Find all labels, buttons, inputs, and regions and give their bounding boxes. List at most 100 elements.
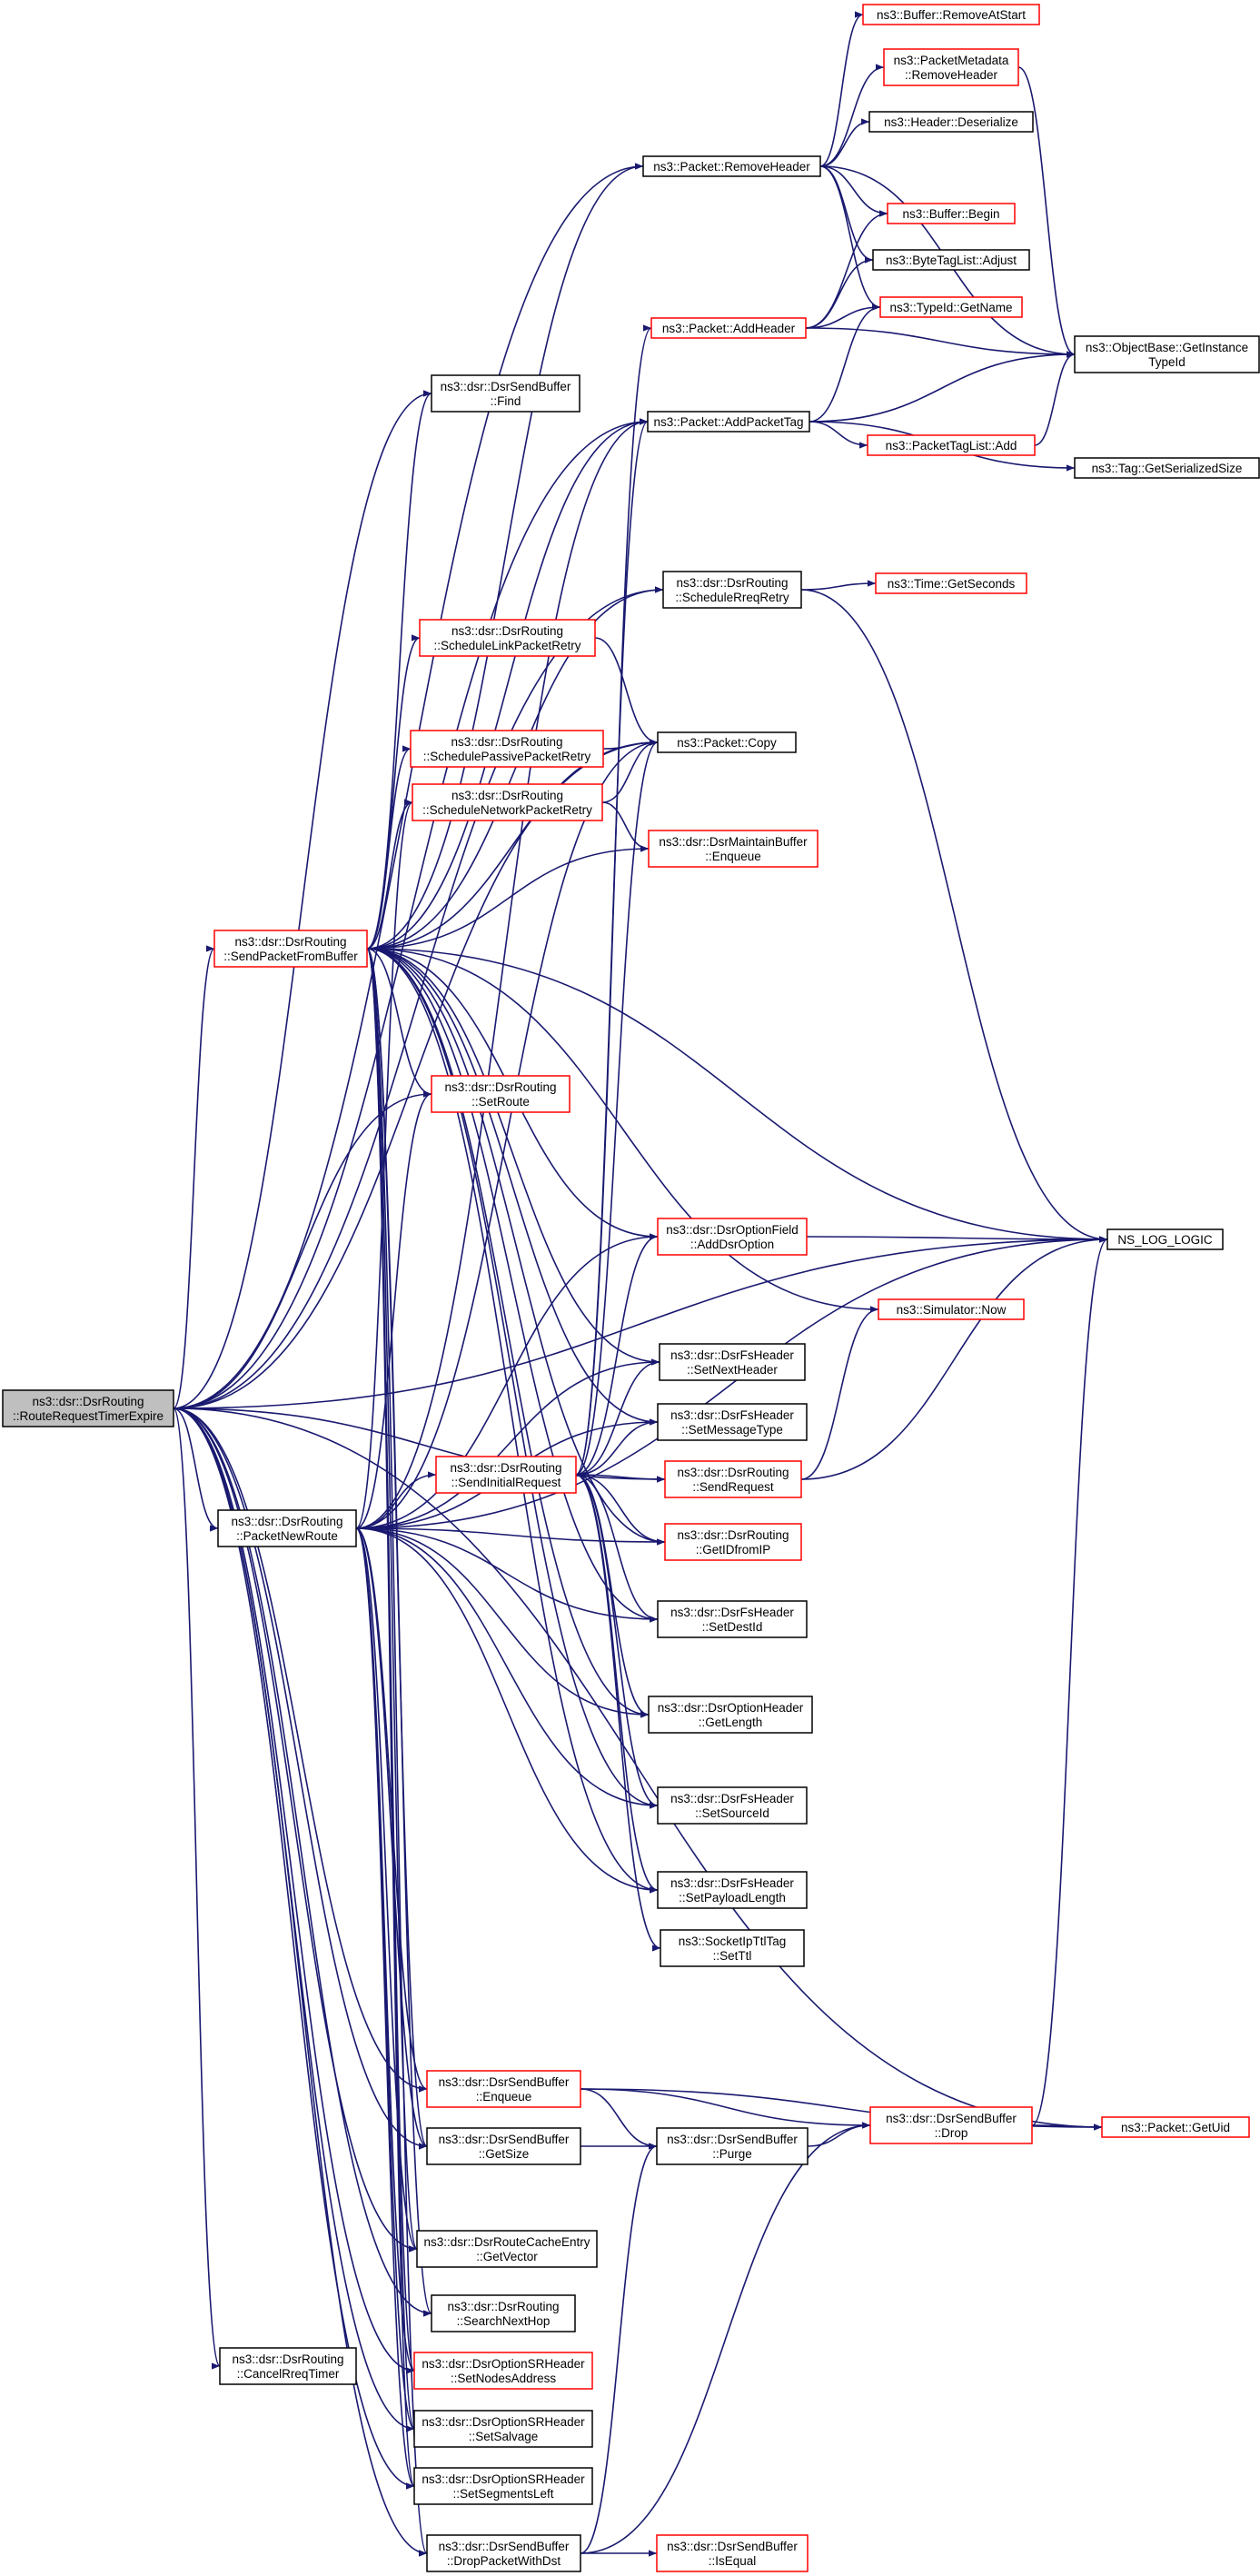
edge-root-to-packet-get-uid bbox=[173, 1407, 1103, 2131]
edge-root-to-ns-log-logic bbox=[173, 1236, 1108, 1409]
node-label: ns3::dsr::DsrSendBuffer bbox=[439, 2075, 570, 2089]
node-set-route[interactable]: ns3::dsr::DsrRouting::SetRoute bbox=[431, 1075, 570, 1113]
node-type-id-get-name[interactable]: ns3::TypeId::GetName bbox=[879, 296, 1023, 318]
node-send-buffer-enqueue[interactable]: ns3::dsr::DsrSendBuffer::Enqueue bbox=[426, 2070, 581, 2108]
node-schedule-link-packet-retry[interactable]: ns3::dsr::DsrRouting::ScheduleLinkPacket… bbox=[419, 619, 596, 657]
node-label: ::Enqueue bbox=[705, 850, 761, 863]
node-set-dest-id[interactable]: ns3::dsr::DsrFsHeader::SetDestId bbox=[657, 1600, 808, 1638]
node-send-buffer-get-size[interactable]: ns3::dsr::DsrSendBuffer::GetSize bbox=[426, 2127, 581, 2165]
node-schedule-network-packet-retry[interactable]: ns3::dsr::DsrRouting::ScheduleNetworkPac… bbox=[412, 783, 603, 821]
node-get-idfrom-ip[interactable]: ns3::dsr::DsrRouting::GetIDfromIP bbox=[664, 1523, 802, 1561]
node-send-initial-request[interactable]: ns3::dsr::DsrRouting::SendInitialRequest bbox=[435, 1456, 577, 1494]
node-set-source-id[interactable]: ns3::dsr::DsrFsHeader::SetSourceId bbox=[657, 1786, 808, 1825]
node-packet-add-header[interactable]: ns3::Packet::AddHeader bbox=[650, 317, 807, 339]
node-label: ns3::dsr::DsrOptionSRHeader bbox=[422, 2415, 585, 2429]
node-set-next-header[interactable]: ns3::dsr::DsrFsHeader::SetNextHeader bbox=[659, 1343, 806, 1381]
node-send-buffer-purge[interactable]: ns3::dsr::DsrSendBuffer::Purge bbox=[656, 2127, 809, 2165]
node-label: ns3::dsr::DsrFsHeader bbox=[670, 1876, 794, 1890]
edge-send-buffer-enqueue-to-send-buffer-purge bbox=[580, 2088, 658, 2150]
edge-packet-new-route-to-set-route bbox=[355, 1090, 432, 1529]
edge-send-initial-request-to-send-request bbox=[575, 1474, 666, 1483]
node-label: ns3::dsr::DsrFsHeader bbox=[670, 1348, 794, 1362]
node-socket-set-ttl[interactable]: ns3::SocketIpTtlTag::SetTtl bbox=[660, 1929, 805, 1967]
node-box bbox=[426, 2127, 581, 2165]
node-packet-add-packet-tag[interactable]: ns3::Packet::AddPacketTag bbox=[647, 411, 810, 433]
edge-send-packet-from-buffer-to-simulator-now bbox=[366, 948, 879, 1313]
node-label: ns3::dsr::DsrRouting bbox=[450, 1461, 561, 1475]
edge-root-to-drop-packet-with-dst bbox=[173, 1407, 428, 2557]
node-box bbox=[426, 2070, 581, 2108]
edge-send-packet-from-buffer-to-ns-log-logic bbox=[366, 948, 1108, 1243]
node-send-buffer-is-equal[interactable]: ns3::dsr::DsrSendBuffer::IsEqual bbox=[656, 2534, 809, 2572]
edge-packet-new-route-to-schedule-network-packet-retry bbox=[355, 799, 413, 1529]
node-packet-copy[interactable]: ns3::Packet::Copy bbox=[657, 731, 797, 753]
node-label: NS_LOG_LOGIC bbox=[1117, 1233, 1213, 1247]
node-packet-new-route[interactable]: ns3::dsr::DsrRouting::PacketNewRoute bbox=[217, 1509, 357, 1547]
node-buffer-begin[interactable]: ns3::Buffer::Begin bbox=[887, 203, 1016, 224]
edge-packet-add-header-to-object-base-get-instance-type-id bbox=[805, 327, 1076, 358]
node-label: ns3::Packet::RemoveHeader bbox=[653, 160, 810, 174]
node-box bbox=[648, 1696, 813, 1734]
node-set-nodes-address[interactable]: ns3::dsr::DsrOptionSRHeader::SetNodesAdd… bbox=[413, 2352, 593, 2390]
edge-root-to-packet-add-packet-tag bbox=[173, 418, 649, 1409]
node-cancel-rreq-timer[interactable]: ns3::dsr::DsrRouting::CancelRreqTimer bbox=[219, 2347, 357, 2385]
node-search-next-hop[interactable]: ns3::dsr::DsrRouting::SearchNextHop bbox=[431, 2294, 576, 2332]
node-root[interactable]: ns3::dsr::DsrRouting::RouteRequestTimerE… bbox=[2, 1389, 174, 1427]
edge-schedule-network-packet-retry-to-packet-copy bbox=[601, 739, 659, 803]
node-label: ns3::dsr::DsrOptionSRHeader bbox=[422, 2357, 585, 2371]
node-add-dsr-option[interactable]: ns3::dsr::DsrOptionField::AddDsrOption bbox=[657, 1218, 808, 1256]
edge-packet-remove-header-to-buffer-begin bbox=[819, 165, 888, 217]
edge-send-packet-from-buffer-to-set-payload-length bbox=[366, 948, 659, 1894]
node-set-salvage[interactable]: ns3::dsr::DsrOptionSRHeader::SetSalvage bbox=[413, 2410, 593, 2448]
edge-packet-remove-header-to-header-deserialize bbox=[819, 118, 870, 167]
node-label: ns3::PacketMetadata bbox=[894, 54, 1009, 67]
node-set-segments-left[interactable]: ns3::dsr::DsrOptionSRHeader::SetSegments… bbox=[413, 2467, 593, 2505]
edge-send-packet-from-buffer-to-route-cache-get-vector bbox=[366, 948, 418, 2253]
node-label: ::SetPayloadLength bbox=[679, 1891, 786, 1905]
node-box bbox=[435, 1456, 577, 1494]
node-send-request[interactable]: ns3::dsr::DsrRouting::SendRequest bbox=[664, 1460, 802, 1498]
node-send-buffer-drop[interactable]: ns3::dsr::DsrSendBuffer::Drop bbox=[869, 2106, 1033, 2144]
node-tag-get-serialized-size[interactable]: ns3::Tag::GetSerializedSize bbox=[1074, 457, 1260, 479]
edge-schedule-link-packet-retry-to-packet-copy bbox=[594, 637, 659, 746]
edge-send-packet-from-buffer-to-set-message-type bbox=[366, 948, 659, 1426]
edge-send-packet-from-buffer-to-packet-add-packet-tag bbox=[366, 418, 649, 950]
edge-schedule-network-packet-retry-to-maintain-buffer-enqueue bbox=[601, 801, 650, 852]
node-schedule-rreq-retry[interactable]: ns3::dsr::DsrRouting::ScheduleRreqRetry bbox=[662, 571, 802, 609]
node-box bbox=[642, 155, 821, 177]
node-ns-log-logic[interactable]: NS_LOG_LOGIC bbox=[1106, 1228, 1224, 1250]
node-time-get-seconds[interactable]: ns3::Time::GetSeconds bbox=[875, 572, 1027, 594]
node-box bbox=[664, 1523, 802, 1561]
node-send-buffer-find[interactable]: ns3::dsr::DsrSendBuffer::Find bbox=[431, 374, 580, 413]
node-box bbox=[426, 2534, 581, 2572]
node-label: ::SetTtl bbox=[713, 1949, 752, 1963]
node-send-packet-from-buffer[interactable]: ns3::dsr::DsrRouting::SendPacketFromBuff… bbox=[213, 930, 368, 968]
node-byte-tag-list-adjust[interactable]: ns3::ByteTagList::Adjust bbox=[872, 249, 1030, 271]
node-header-deserialize[interactable]: ns3::Header::Deserialize bbox=[868, 111, 1034, 133]
edge-root-to-route-cache-get-vector bbox=[173, 1407, 418, 2253]
edge-send-packet-from-buffer-to-set-source-id bbox=[366, 948, 659, 1809]
node-set-payload-length[interactable]: ns3::dsr::DsrFsHeader::SetPayloadLength bbox=[657, 1871, 808, 1909]
node-label: ns3::dsr::DsrSendBuffer bbox=[667, 2540, 798, 2553]
node-label: ::SetDestId bbox=[702, 1620, 763, 1634]
node-packet-metadata-remove-header[interactable]: ns3::PacketMetadata::RemoveHeader bbox=[883, 48, 1019, 86]
node-schedule-passive-packet-retry[interactable]: ns3::dsr::DsrRouting::SchedulePassivePac… bbox=[410, 730, 604, 768]
node-packet-remove-header[interactable]: ns3::Packet::RemoveHeader bbox=[642, 155, 821, 177]
node-drop-packet-with-dst[interactable]: ns3::dsr::DsrSendBuffer::DropPacketWithD… bbox=[426, 2534, 581, 2572]
node-set-message-type[interactable]: ns3::dsr::DsrFsHeader::SetMessageType bbox=[657, 1403, 808, 1441]
node-label: ns3::dsr::DsrRouting bbox=[234, 935, 346, 949]
node-maintain-buffer-enqueue[interactable]: ns3::dsr::DsrMaintainBuffer::Enqueue bbox=[648, 830, 819, 868]
node-simulator-now[interactable]: ns3::Simulator::Now bbox=[878, 1298, 1025, 1320]
node-box bbox=[879, 296, 1023, 318]
node-packet-tag-list-add[interactable]: ns3::PacketTagList::Add bbox=[867, 434, 1036, 456]
node-packet-get-uid[interactable]: ns3::Packet::GetUid bbox=[1101, 2116, 1250, 2138]
node-label: ns3::Simulator::Now bbox=[897, 1303, 1007, 1317]
edge-root-to-schedule-rreq-retry bbox=[173, 586, 664, 1409]
node-box bbox=[213, 930, 368, 968]
node-option-header-get-length[interactable]: ns3::dsr::DsrOptionHeader::GetLength bbox=[648, 1696, 813, 1734]
node-buffer-remove-at-start[interactable]: ns3::Buffer::RemoveAtStart bbox=[862, 4, 1040, 25]
node-route-cache-get-vector[interactable]: ns3::dsr::DsrRouteCacheEntry::GetVector bbox=[416, 2230, 598, 2268]
edge-root-to-packet-copy bbox=[173, 739, 659, 1409]
node-label: ns3::dsr::DsrFsHeader bbox=[670, 1606, 794, 1619]
